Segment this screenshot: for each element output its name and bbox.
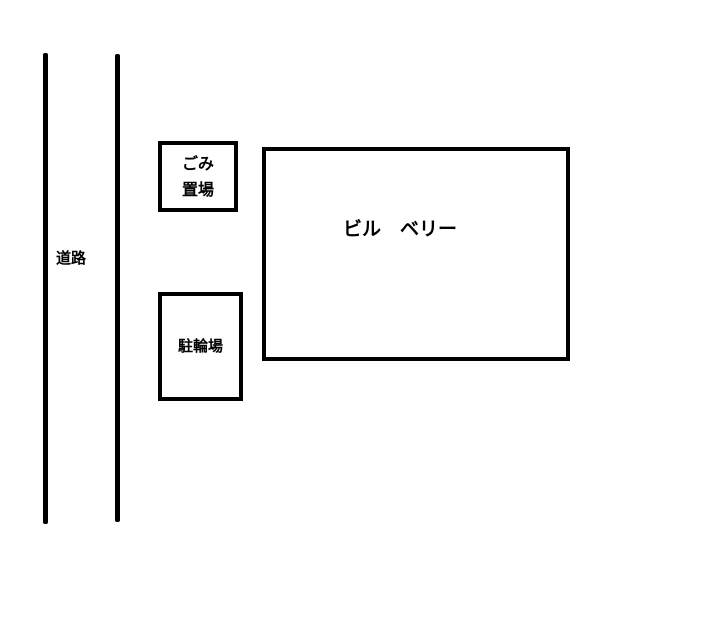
road-right-line bbox=[115, 54, 120, 522]
building-box bbox=[262, 147, 570, 361]
road-left-line bbox=[43, 53, 48, 524]
road-label: 道路 bbox=[56, 249, 87, 267]
bicycle-parking-box: 駐輪場 bbox=[158, 292, 243, 401]
garbage-area-label-line1: ごみ bbox=[181, 153, 214, 173]
garbage-area-box: ごみ 置場 bbox=[158, 141, 238, 212]
building-label: ビル ベリー bbox=[343, 218, 458, 240]
bicycle-parking-label: 駐輪場 bbox=[177, 337, 223, 355]
garbage-area-label-line2: 置場 bbox=[181, 179, 214, 199]
